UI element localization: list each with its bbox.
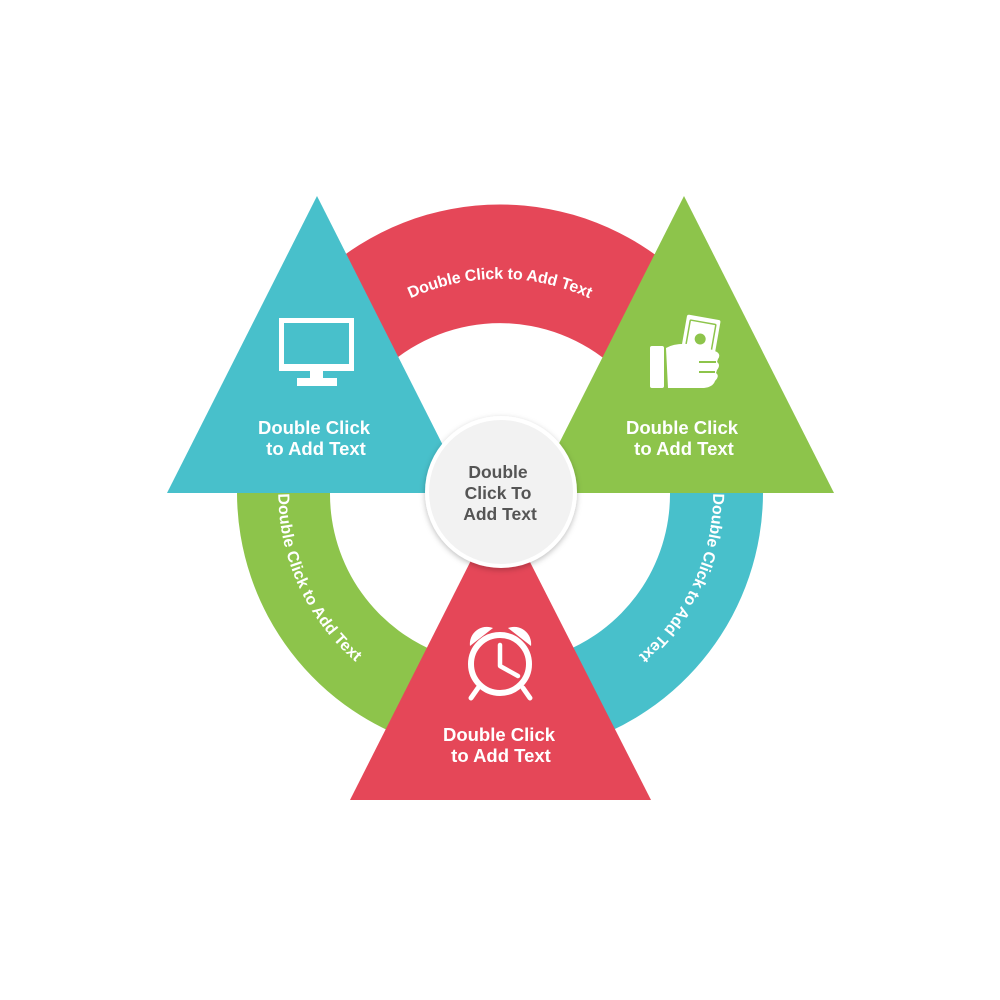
- center-label-line1[interactable]: Double: [468, 462, 528, 482]
- center-circle[interactable]: [429, 420, 573, 564]
- ring-segment-top[interactable]: [320, 204, 680, 367]
- ring-segment-left[interactable]: [237, 493, 445, 746]
- triangle-right-label-line2[interactable]: to Add Text: [634, 438, 734, 459]
- triangle-left-label-line2[interactable]: to Add Text: [266, 438, 366, 459]
- triangle-right-label-line1[interactable]: Double Click: [626, 417, 739, 438]
- monitor-icon: [279, 318, 354, 386]
- triangle-bottom-label-line2[interactable]: to Add Text: [451, 745, 551, 766]
- hand-money-icon: [650, 314, 721, 388]
- triangle-bottom-label-line1[interactable]: Double Click: [443, 724, 556, 745]
- ring-segment-right[interactable]: [555, 493, 763, 746]
- triangle-left[interactable]: [167, 196, 467, 493]
- center-label-line2[interactable]: Click To: [465, 483, 532, 503]
- triangle-left-label-line1[interactable]: Double Click: [258, 417, 371, 438]
- center-label-line3[interactable]: Add Text: [463, 504, 537, 524]
- alarm-clock-icon: [468, 626, 533, 701]
